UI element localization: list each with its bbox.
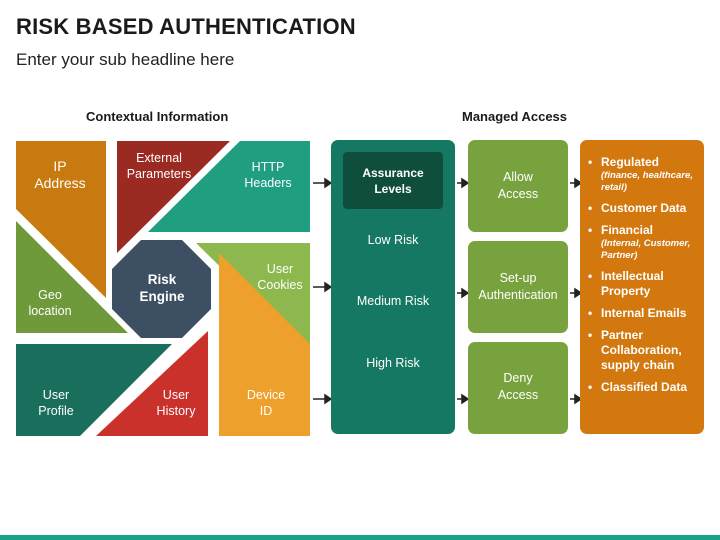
risk-engine-label: Risk Engine bbox=[139, 272, 185, 304]
ip-address-label: IP Address bbox=[34, 158, 86, 191]
data-types-list: Regulated(finance, healthcare, retail) C… bbox=[585, 155, 703, 402]
deny-access-label: Deny Access bbox=[497, 371, 539, 402]
page-title: RISK BASED AUTHENTICATION bbox=[16, 14, 356, 39]
setup-authentication-box bbox=[468, 241, 568, 333]
ip-address-tile bbox=[16, 141, 106, 298]
user-profile-label: User Profile bbox=[38, 388, 74, 418]
http-headers-tile bbox=[148, 141, 310, 232]
user-history-label: User History bbox=[156, 388, 196, 418]
external-parameters-tile bbox=[117, 141, 230, 253]
medium-risk-label: Medium Risk bbox=[356, 294, 430, 308]
data-item-intellectual-property: Intellectual Property bbox=[585, 269, 703, 299]
page-subtitle: Enter your sub headline here bbox=[16, 50, 235, 69]
user-profile-tile bbox=[16, 344, 172, 436]
assurance-levels-header: Assurance Levels bbox=[343, 152, 443, 209]
access-arrows bbox=[570, 177, 583, 405]
data-item-internal-emails: Internal Emails bbox=[585, 306, 703, 321]
deny-access-box bbox=[468, 342, 568, 434]
low-risk-label: Low Risk bbox=[367, 233, 419, 247]
http-headers-label: HTTP Headers bbox=[244, 160, 292, 190]
assurance-arrows bbox=[457, 177, 470, 405]
device-id-label: Device ID bbox=[246, 388, 286, 418]
geo-location-label: Geo location bbox=[28, 288, 72, 318]
data-item-classified-data: Classified Data bbox=[585, 380, 703, 395]
section-managed-access: Managed Access bbox=[462, 109, 568, 124]
setup-authentication-label: Set-up Authentication bbox=[478, 271, 558, 302]
data-item-financial: Financial(Internal, Customer, Partner) bbox=[585, 223, 703, 262]
device-id-tile bbox=[219, 253, 310, 436]
context-arrows bbox=[313, 177, 333, 405]
footer-bar bbox=[0, 535, 720, 540]
allow-access-label: Allow Access bbox=[497, 170, 539, 201]
external-parameters-label: External Parameters bbox=[126, 151, 192, 181]
data-item-partner-collaboration: Partner Collaboration, supply chain bbox=[585, 328, 703, 373]
user-history-tile bbox=[96, 331, 208, 436]
risk-engine-octagon bbox=[112, 240, 211, 338]
high-risk-label: High Risk bbox=[366, 356, 420, 370]
data-item-customer-data: Customer Data bbox=[585, 201, 703, 216]
allow-access-box bbox=[468, 140, 568, 232]
geo-location-tile bbox=[16, 221, 128, 333]
user-cookies-label: User Cookies bbox=[257, 262, 303, 292]
section-contextual-information: Contextual Information bbox=[86, 109, 229, 124]
data-item-regulated: Regulated(finance, healthcare, retail) bbox=[585, 155, 703, 194]
